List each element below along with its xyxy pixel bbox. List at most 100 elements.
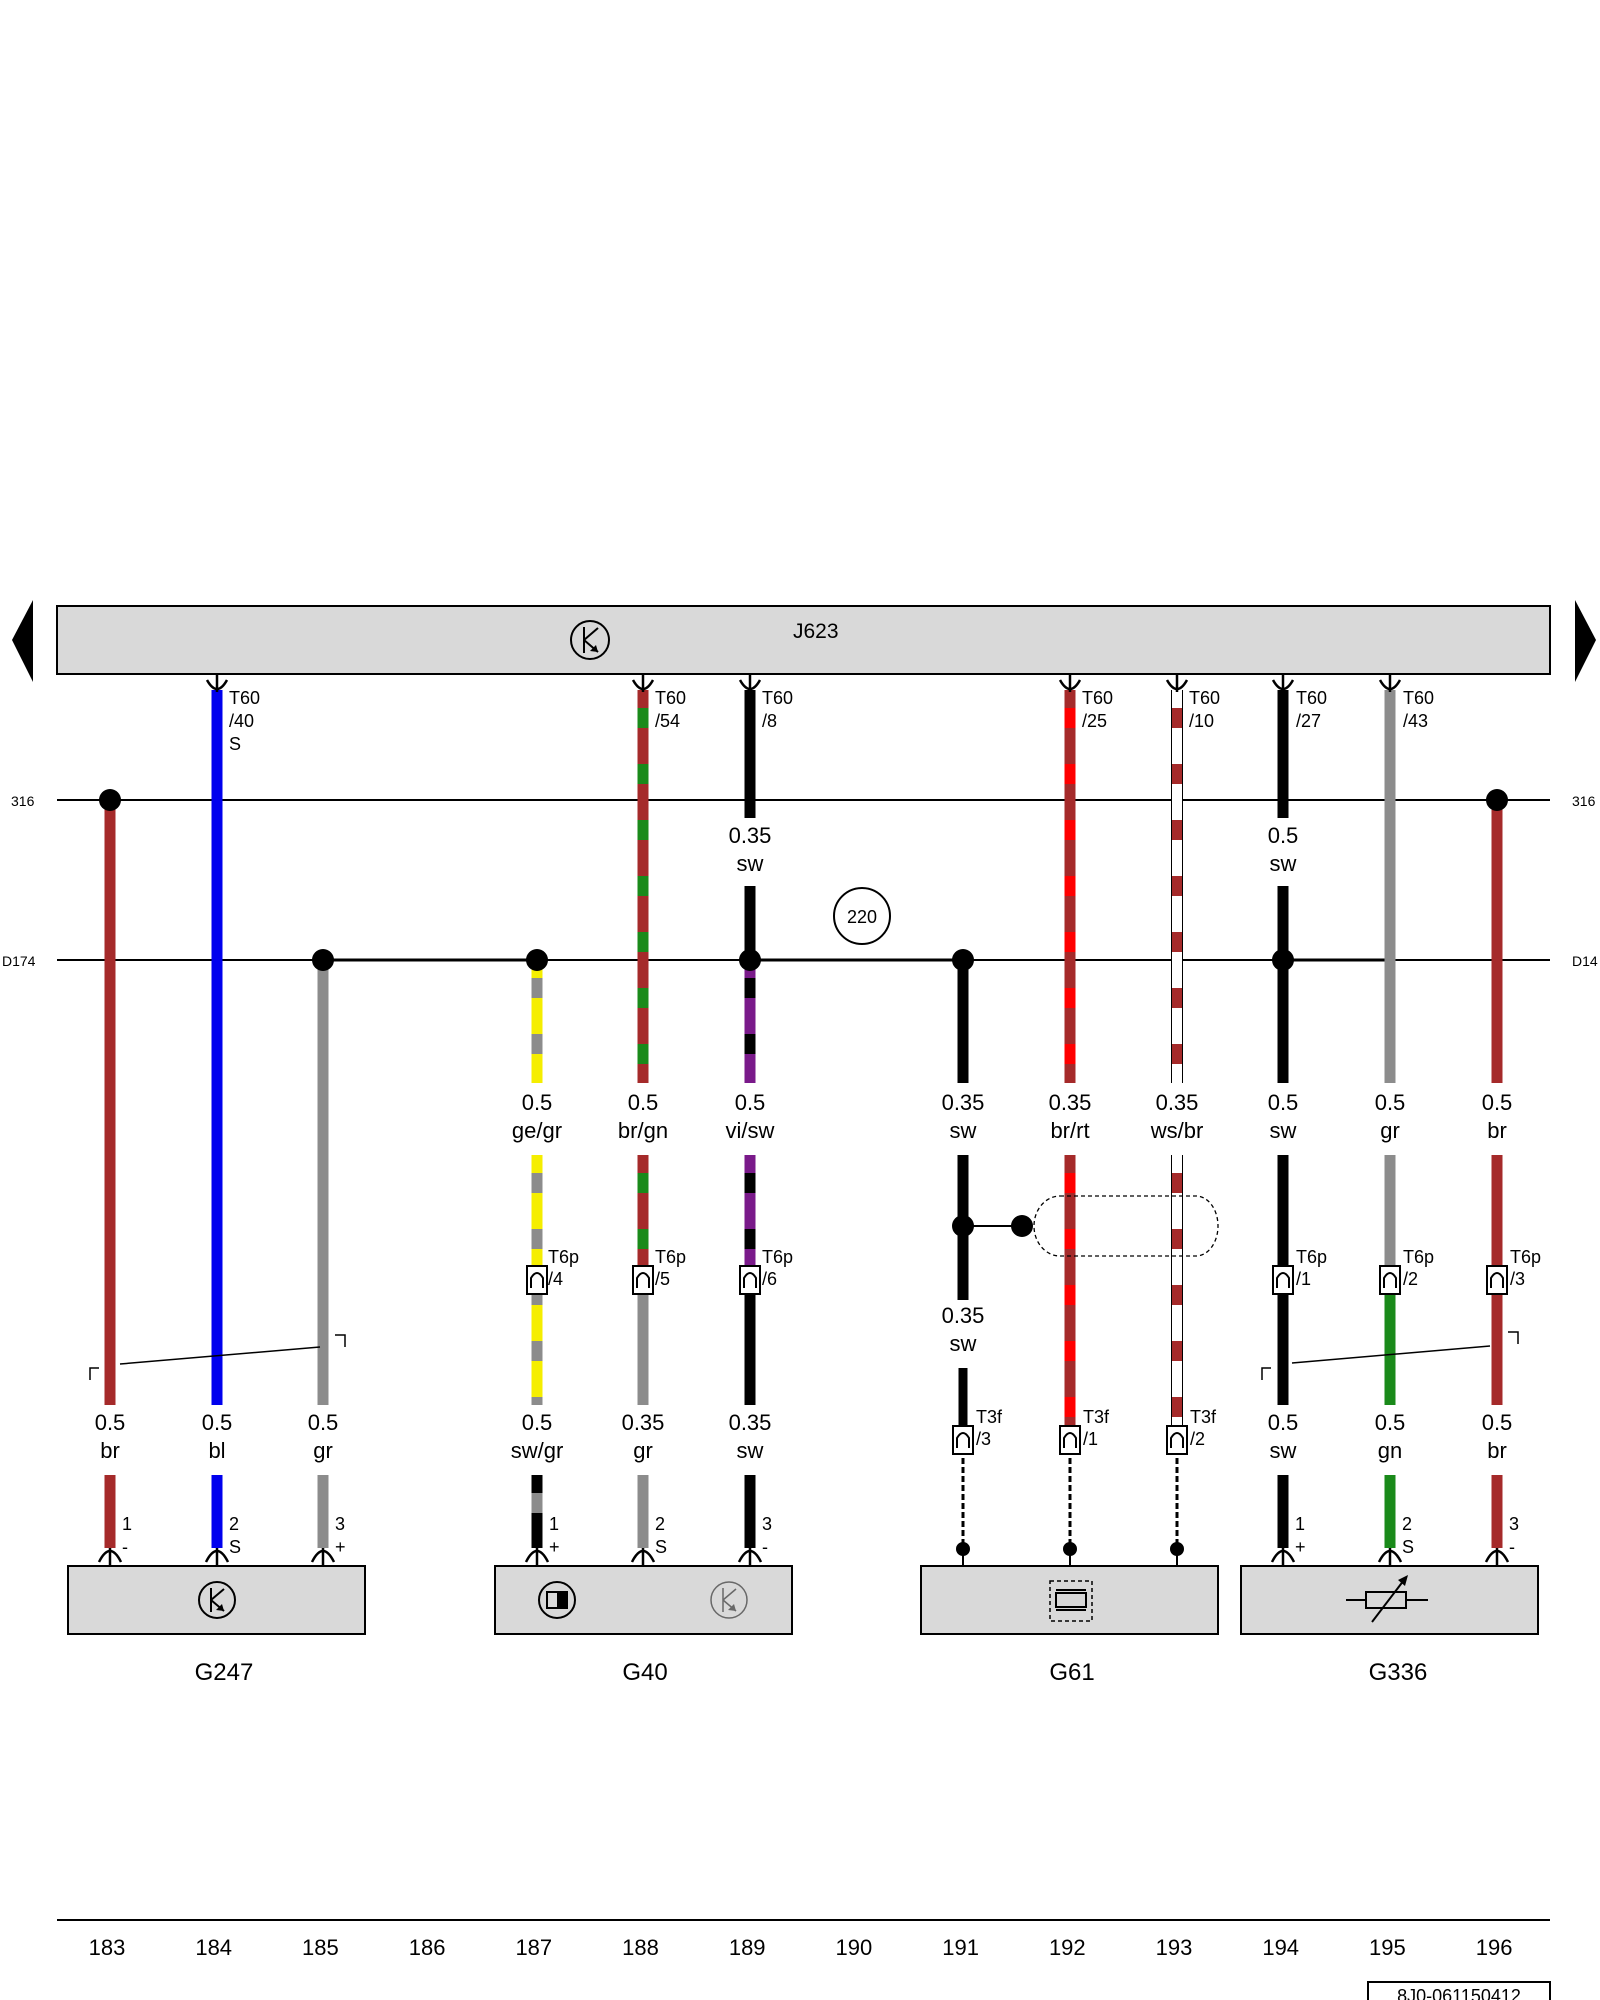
- inline-connector: [1379, 1265, 1401, 1295]
- connector-label: T6p: [1403, 1247, 1434, 1267]
- connector-label: T6p: [1510, 1247, 1541, 1267]
- connector-label: T6p: [762, 1247, 793, 1267]
- wire-color-label: gr: [313, 1438, 333, 1463]
- connector-label: T3f: [1190, 1407, 1217, 1427]
- wire-size-label: 0.5: [1268, 823, 1299, 848]
- wire-color-label: sw: [737, 851, 764, 876]
- bracket-marks: [89, 1331, 1519, 1380]
- column-number: 187: [515, 1935, 552, 1960]
- piezo-sensor-icon: [1049, 1580, 1093, 1622]
- wire-size-label: 0.5: [95, 1410, 126, 1435]
- ecu-pin-label: T60: [1403, 688, 1434, 708]
- column-number: 185: [302, 1935, 339, 1960]
- wire-color-label: br/gn: [618, 1118, 668, 1143]
- wire-size-label: 0.35: [729, 823, 772, 848]
- component-pin-sign: S: [229, 1537, 241, 1557]
- connector-label: T6p: [1296, 1247, 1327, 1267]
- component-pin-sign: -: [1509, 1537, 1515, 1557]
- wire-size-label: 0.5: [522, 1410, 553, 1435]
- connector-pin: [1383, 1272, 1397, 1288]
- column-number: 193: [1156, 1935, 1193, 1960]
- connector-labels: T6p /4 T6p /5 T6p /6 T3f /3 T3f /1 T3f /…: [548, 1247, 1541, 1449]
- inline-connector: [1486, 1265, 1508, 1295]
- wire-size-label: 0.35: [942, 1303, 985, 1328]
- connector-pin: [956, 1432, 970, 1448]
- component-pin-sign: +: [335, 1537, 346, 1557]
- column-number: 184: [195, 1935, 232, 1960]
- junction-dot: [526, 949, 548, 971]
- wire-color-label: br: [1487, 1438, 1507, 1463]
- column-number: 188: [622, 1935, 659, 1960]
- column-number: 195: [1369, 1935, 1406, 1960]
- wire-color-label: sw/gr: [511, 1438, 564, 1463]
- reference-number: 220: [847, 907, 877, 927]
- inline-connector: [632, 1265, 654, 1295]
- component-pin-terminal: [524, 1548, 550, 1566]
- ecu-pin-terminal: [738, 674, 762, 692]
- inline-connector: [1059, 1425, 1081, 1455]
- ecu-pin-label: /25: [1082, 711, 1107, 731]
- inline-connector: [739, 1265, 761, 1295]
- component-pin-terminal: [204, 1548, 230, 1566]
- component-pin-number: 3: [1509, 1514, 1519, 1534]
- wire-size-label: 0.5: [202, 1410, 233, 1435]
- connector-label: /1: [1296, 1269, 1311, 1289]
- wire-size-label: 0.5: [628, 1090, 659, 1115]
- component-pin-sign: +: [549, 1537, 560, 1557]
- page-next-arrow[interactable]: [1575, 600, 1596, 682]
- junction-dot: [99, 789, 121, 811]
- component-pin-number: 3: [335, 1514, 345, 1534]
- wire-color-label: br: [100, 1438, 120, 1463]
- wire-ws-br: [1171, 1155, 1183, 1440]
- wire-color-label: sw: [1270, 851, 1297, 876]
- component-pin-terminal: [1270, 1548, 1296, 1566]
- component-g61[interactable]: G61: [920, 1565, 1219, 1686]
- wire-color-label: ge/gr: [512, 1118, 562, 1143]
- column-number: 196: [1476, 1935, 1513, 1960]
- inline-connector: [952, 1425, 974, 1455]
- column-number: 186: [409, 1935, 446, 1960]
- component-pin-terminal: [1377, 1548, 1403, 1566]
- ecu-pin-label: /43: [1403, 711, 1428, 731]
- document-id: 8J0-061150412: [1367, 1981, 1551, 2000]
- component-pin-sign: -: [122, 1537, 128, 1557]
- junction-dot: [312, 949, 334, 971]
- component-pin-labels: 1 - 2 S 3 + 1 + 2 S 3 - 1 + 2 S 3 -: [122, 1514, 1519, 1557]
- wire-color-label: sw: [1270, 1118, 1297, 1143]
- connector-label: /6: [762, 1269, 777, 1289]
- document-id-text: 8J0-061150412: [1397, 1986, 1521, 2000]
- ecu-pin-label: T60: [655, 688, 686, 708]
- connector-label: /2: [1190, 1429, 1205, 1449]
- wire-color-label: br: [1487, 1118, 1507, 1143]
- inline-connector: [1272, 1265, 1294, 1295]
- wire-size-label: 0.5: [1482, 1410, 1513, 1435]
- component-label: G247: [195, 1659, 254, 1686]
- wire-color-label: sw: [737, 1438, 764, 1463]
- component-g247[interactable]: G247: [67, 1565, 366, 1686]
- reference-circle[interactable]: 220: [833, 887, 891, 945]
- wire-size-label: 0.5: [522, 1090, 553, 1115]
- wire-size-label: 0.5: [1268, 1090, 1299, 1115]
- connector-pin: [1490, 1272, 1504, 1288]
- connector-label: /1: [1083, 1429, 1098, 1449]
- wire-color-label: vi/sw: [726, 1118, 775, 1143]
- component-pin-number: 3: [762, 1514, 772, 1534]
- connector-label: /4: [548, 1269, 563, 1289]
- hall-sensor-icon: [538, 1581, 576, 1619]
- component-g40[interactable]: G40: [494, 1565, 793, 1686]
- wire-color-label: gn: [1378, 1438, 1402, 1463]
- junctions: [99, 789, 1508, 1237]
- ecu-pin-label: /27: [1296, 711, 1321, 731]
- wire-size-label: 0.35: [622, 1410, 665, 1435]
- component-pin-sign: S: [1402, 1537, 1414, 1557]
- ecu-pin-label: /40: [229, 711, 254, 731]
- connector-pin: [530, 1272, 544, 1288]
- connector-label: T3f: [976, 1407, 1003, 1427]
- component-g336[interactable]: G336: [1240, 1565, 1539, 1686]
- wire-ws-br: [1171, 690, 1183, 1083]
- transistor-icon: [710, 1581, 748, 1619]
- component-pin-terminal: [630, 1548, 656, 1566]
- page-prev-arrow[interactable]: [12, 600, 33, 682]
- rail-label-right: D14: [1572, 953, 1598, 969]
- connector-pin: [1170, 1432, 1184, 1448]
